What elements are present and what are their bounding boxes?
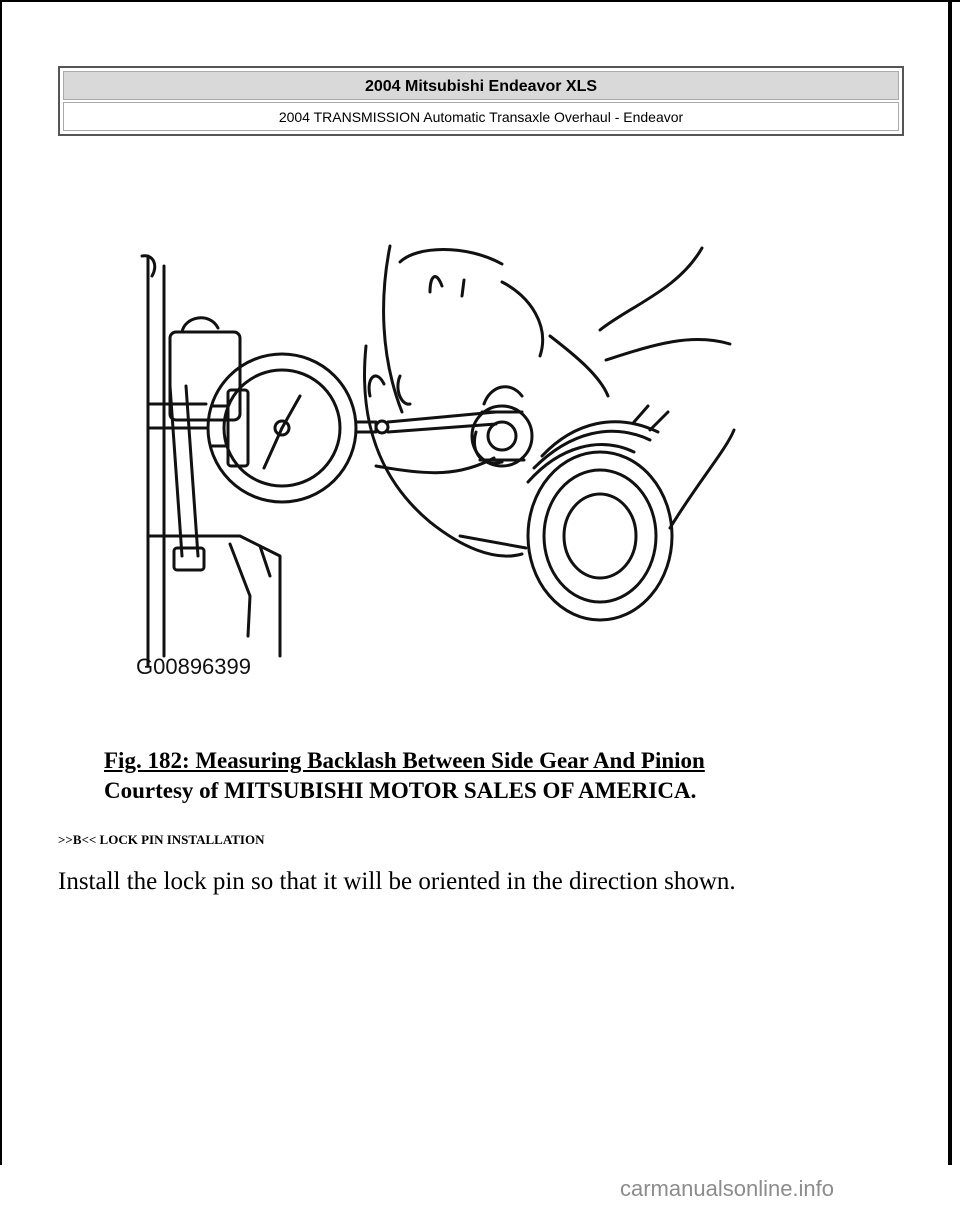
instruction-paragraph: Install the lock pin so that it will be … (58, 868, 736, 895)
document-header: 2004 Mitsubishi Endeavor XLS 2004 TRANSM… (58, 66, 904, 136)
dial-indicator-illustration: G00896399 (136, 244, 736, 679)
page-border-right (948, 0, 952, 1165)
page-frame (0, 0, 960, 1165)
document-title: 2004 Mitsubishi Endeavor XLS (63, 71, 899, 100)
page-border-top (0, 0, 960, 2)
figure-illustration: G00896399 (130, 236, 742, 686)
figure-caption-credit: Courtesy of MITSUBISHI MOTOR SALES OF AM… (104, 778, 697, 803)
figure-id-label: G00896399 (136, 654, 251, 679)
section-heading: >>B<< LOCK PIN INSTALLATION (58, 832, 265, 847)
site-watermark: carmanualsonline.info (620, 1176, 835, 1201)
page-border-left (0, 0, 2, 1165)
document-subtitle: 2004 TRANSMISSION Automatic Transaxle Ov… (63, 102, 899, 131)
figure-caption-title[interactable]: Fig. 182: Measuring Backlash Between Sid… (104, 748, 705, 773)
